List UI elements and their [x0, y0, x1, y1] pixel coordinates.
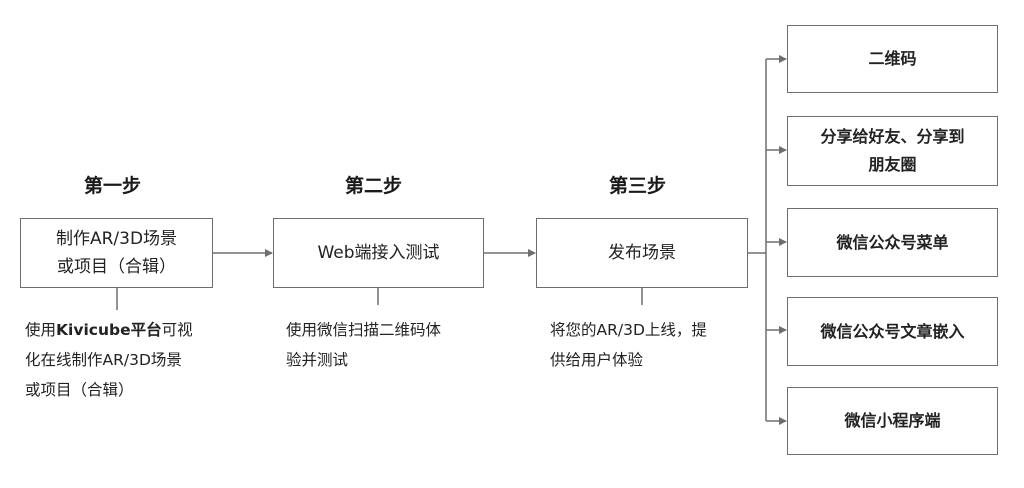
step2-desc-line2: 验并测试 [286, 351, 349, 369]
output-qr-code-label: 二维码 [868, 49, 917, 68]
step1-desc-line2: 化在线制作AR/3D场景 [25, 351, 182, 369]
output-share-line1: 分享给好友、分享到 [820, 127, 965, 146]
output-article-label: 微信公众号文章嵌入 [820, 321, 965, 341]
step2-desc-line1: 使用微信扫描二维码体 [286, 321, 442, 339]
step1-desc-line1: 使用Kivicube平台可视 [25, 315, 193, 345]
step3-title: 第三步 [609, 175, 667, 197]
step2-description: 使用微信扫描二维码体 验并测试 [286, 315, 441, 375]
step3-box-label: 发布场景 [608, 243, 676, 263]
step1-box-line2: 或项目（合辑） [56, 257, 176, 277]
step2-box: Web端接入测试 [273, 218, 484, 288]
output-mini-program: 微信小程序端 [787, 387, 998, 455]
step1-description: 使用Kivicube平台可视 化在线制作AR/3D场景 或项目（合辑） [25, 315, 193, 405]
step1-desc-pre: 使用 [25, 321, 57, 339]
step3-desc-line1: 将您的AR/3D上线，提 [550, 321, 707, 339]
step3-desc-line2: 供给用户体验 [550, 351, 644, 369]
output-menu-label: 微信公众号菜单 [836, 232, 949, 252]
output-mini-program-label: 微信小程序端 [844, 411, 941, 430]
step2-box-label: Web端接入测试 [317, 243, 440, 263]
step1-box-line1: 制作AR/3D场景 [55, 229, 178, 249]
output-share-friends: 分享给好友、分享到 朋友圈 [787, 116, 998, 186]
step3-description: 将您的AR/3D上线，提 供给用户体验 [550, 315, 707, 375]
step1-box: 制作AR/3D场景 或项目（合辑） [20, 218, 213, 288]
step1-desc-post: 可视 [161, 321, 193, 339]
step3-box: 发布场景 [536, 218, 748, 288]
output-article-embed: 微信公众号文章嵌入 [787, 297, 998, 366]
step2-title: 第二步 [345, 175, 403, 197]
output-official-account-menu: 微信公众号菜单 [787, 208, 998, 277]
output-share-line2: 朋友圈 [868, 155, 917, 174]
platform-name: Kivicube平台 [56, 321, 162, 339]
step1-desc-line3: 或项目（合辑） [25, 381, 134, 399]
step1-title: 第一步 [84, 175, 142, 197]
output-qr-code: 二维码 [787, 25, 998, 93]
